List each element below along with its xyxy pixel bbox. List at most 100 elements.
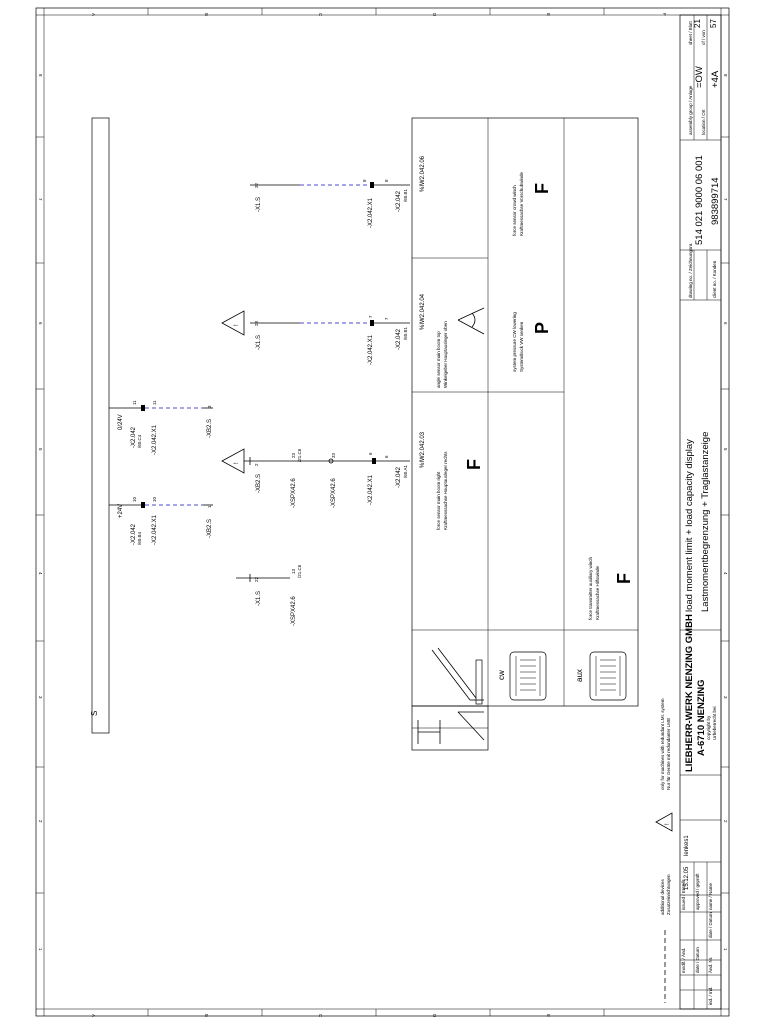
col2-xb2s: -XB2.S bbox=[207, 519, 213, 538]
tb-location: +4A bbox=[710, 70, 721, 88]
col1-xspx-pin: 13 bbox=[291, 568, 296, 574]
col-letter-d-bottom: D bbox=[432, 1014, 437, 1018]
tb-ind-label: ind. / Ind. bbox=[708, 986, 713, 1005]
warning-triangle-icon: ! bbox=[221, 448, 245, 474]
sensor-main-boom: force sensor main boom right Kraftmesssa… bbox=[436, 451, 484, 530]
col3-x2042-top: -X2.042 bbox=[131, 426, 137, 448]
sensor-crowd-de: Kraftmessachse Vorschubwinde bbox=[519, 171, 524, 236]
supply-bar bbox=[91, 117, 110, 734]
col3-x2042-x1: -X2.042.X1 bbox=[152, 424, 158, 455]
col2-x2042-x1-pin: 10 bbox=[152, 496, 157, 502]
col5-x2042-pin: 8 bbox=[384, 179, 389, 182]
col3-xb2s-pin: 3 bbox=[207, 405, 212, 408]
row-number-7-left: 7 bbox=[38, 198, 43, 201]
col1-x1s: -X1.S bbox=[256, 591, 262, 606]
outer-frame bbox=[35, 7, 730, 1017]
circuit-col2: -X2.042 10 /60.B4 -X2.042.X1 10 -XB2.S 1… bbox=[109, 431, 426, 545]
note-warning-mark: ! bbox=[665, 823, 671, 825]
col2-x2042-x1-low-pin: 6 bbox=[368, 452, 373, 455]
circuit-col1: -X1.S 22 -XSPX42.6 13 /21.C6 bbox=[236, 564, 302, 626]
col2-xb2s-mid-pin: 2 bbox=[254, 463, 259, 466]
col3-x2042-top-ref: /60.C4 bbox=[137, 434, 142, 448]
circuit-col4: -X1.S 23 -X2.042.X1 7 -X2.042 7 /60.B1 %… bbox=[250, 293, 426, 365]
tb-client-label: client no. / Kunden bbox=[712, 260, 717, 298]
sensor-aux: force transmitter auxiliary winch Kraftm… bbox=[588, 556, 634, 620]
col2-x2042-low-pin: 6 bbox=[384, 455, 389, 458]
note-redundant-de: Nur für Geräte mit redundanter LMB bbox=[666, 718, 671, 790]
tb-sheet: 21 bbox=[693, 19, 702, 28]
note-additional-de: Zusatzeinrichtungen bbox=[666, 874, 671, 915]
col5-fn: %IW2.042.06 bbox=[420, 155, 426, 192]
boom-crane-icon bbox=[431, 647, 484, 705]
col2-xb2s-mid: -XB2.S bbox=[256, 474, 262, 493]
circuit-col5: -X1.S 32 -X2.042.X1 8 -X2.042 8 /60.B1 %… bbox=[250, 155, 426, 228]
sensor-crowd: force sensor crowd winch Kraftmessachse … bbox=[512, 171, 552, 236]
col-letter-e-bottom: E bbox=[546, 1014, 551, 1017]
col-letter-f-top: F bbox=[662, 13, 667, 16]
row-number-6-right: 6 bbox=[723, 322, 728, 325]
row-number-4-left: 4 bbox=[38, 572, 43, 575]
tb-ind-nr-label: Änd. Nr. bbox=[707, 957, 713, 973]
title-block: sheet / Blatt 21 of / von 57 assembly gr… bbox=[679, 14, 722, 1010]
note-redundant-en: only for machines with redundant LMI. sy… bbox=[660, 698, 665, 790]
tb-title-en: load moment limit + load capacity displa… bbox=[684, 439, 695, 612]
col-letter-c-top: C bbox=[318, 13, 323, 17]
row-ticks bbox=[36, 136, 729, 894]
row-number-8-right: 8 bbox=[723, 74, 728, 77]
col2-x2042-top-pin: 10 bbox=[132, 496, 137, 502]
warning-mark: ! bbox=[234, 324, 240, 326]
supply-label-s: S bbox=[90, 711, 99, 716]
row-number-8-left: 8 bbox=[38, 74, 43, 77]
sensor-aux-symbol: F bbox=[614, 573, 634, 584]
col3-x2042-top-pin: 11 bbox=[132, 400, 137, 405]
col1-x1s-pin: 22 bbox=[254, 576, 259, 582]
tb-date-label: date / Datum bbox=[708, 912, 713, 938]
col4-x2042: -X2.042 bbox=[396, 328, 402, 350]
col2-x2042-low-ref: /60.A1 bbox=[403, 464, 408, 478]
row-number-6-left: 6 bbox=[38, 322, 43, 325]
tb-approved-label: approved / geprüft bbox=[695, 873, 700, 910]
col2-x2042-low: -X2.042 bbox=[396, 466, 402, 488]
col4-x2042-pin: 7 bbox=[384, 317, 389, 320]
col2-xspx-mid: -XSPX42.6 bbox=[291, 478, 297, 508]
col4-x2042-ref: /60.B1 bbox=[403, 326, 408, 340]
col-letter-d-top: D bbox=[432, 13, 437, 17]
col5-x2042: -X2.042 bbox=[396, 190, 402, 212]
col5-x1s: -X1.S bbox=[256, 197, 262, 212]
col3-xb2s: -XB2.S bbox=[207, 419, 213, 438]
col5-x2042-ref: /60.B1 bbox=[403, 188, 408, 202]
col2-xspx-mid-ref: /21.C6 bbox=[297, 448, 302, 462]
i-beam-icon bbox=[417, 720, 441, 744]
col2-xb2s-pin: 1 bbox=[207, 505, 212, 508]
supply-label-0v: 0/24V bbox=[118, 414, 124, 430]
col5-x1s-pin: 32 bbox=[254, 182, 259, 188]
note-additional-en: additional devices bbox=[660, 878, 665, 915]
sensor-pressure-symbol: P bbox=[532, 322, 552, 334]
sensor-aux-de: Kraftmessachse Hilfswinde bbox=[595, 565, 600, 620]
tb-issued-label: issued / Erstellt bbox=[681, 879, 686, 910]
col2-fn: %IW2.042.03 bbox=[420, 431, 426, 468]
tb-modif-label: modif. / Änd. bbox=[680, 948, 686, 973]
tb-ind-date-label: date / Datum bbox=[695, 947, 700, 973]
tb-date: 15.12.05 bbox=[684, 866, 690, 890]
row-number-3-right: 3 bbox=[723, 696, 728, 699]
row-number-4-right: 4 bbox=[723, 572, 728, 575]
notes-legend: additional devices Zusatzeinrichtungen !… bbox=[655, 698, 673, 1003]
tb-location-label: location / Ort bbox=[701, 109, 706, 135]
col2-x2042-top-ref: /60.B4 bbox=[137, 531, 142, 545]
cw-winch-icon: cw bbox=[497, 651, 547, 701]
row-number-1-left: 1 bbox=[38, 948, 43, 951]
col-letter-e-top: E bbox=[546, 13, 551, 16]
col2-x2042-x1-low: -X2.042.X1 bbox=[368, 474, 374, 505]
tb-copyright-2: Urheberrecht bei bbox=[712, 706, 717, 740]
tb-name-label: name / Name bbox=[708, 882, 713, 910]
tb-sheet-label: sheet / Blatt bbox=[688, 20, 693, 45]
supply-label-24v: +24V bbox=[118, 504, 124, 518]
row-number-7-right: 7 bbox=[723, 198, 728, 201]
aux-winch-icon: aux bbox=[575, 651, 627, 701]
row-numbers: 1 2 3 4 5 6 7 8 1 2 3 4 5 6 7 8 bbox=[38, 74, 728, 951]
sensor-crowd-symbol: F bbox=[532, 183, 552, 194]
row-number-2-right: 2 bbox=[723, 820, 728, 823]
circuit-col3: -X2.042 11 /60.C4 -X2.042.X1 11 -XB2.S 3 bbox=[109, 400, 213, 455]
